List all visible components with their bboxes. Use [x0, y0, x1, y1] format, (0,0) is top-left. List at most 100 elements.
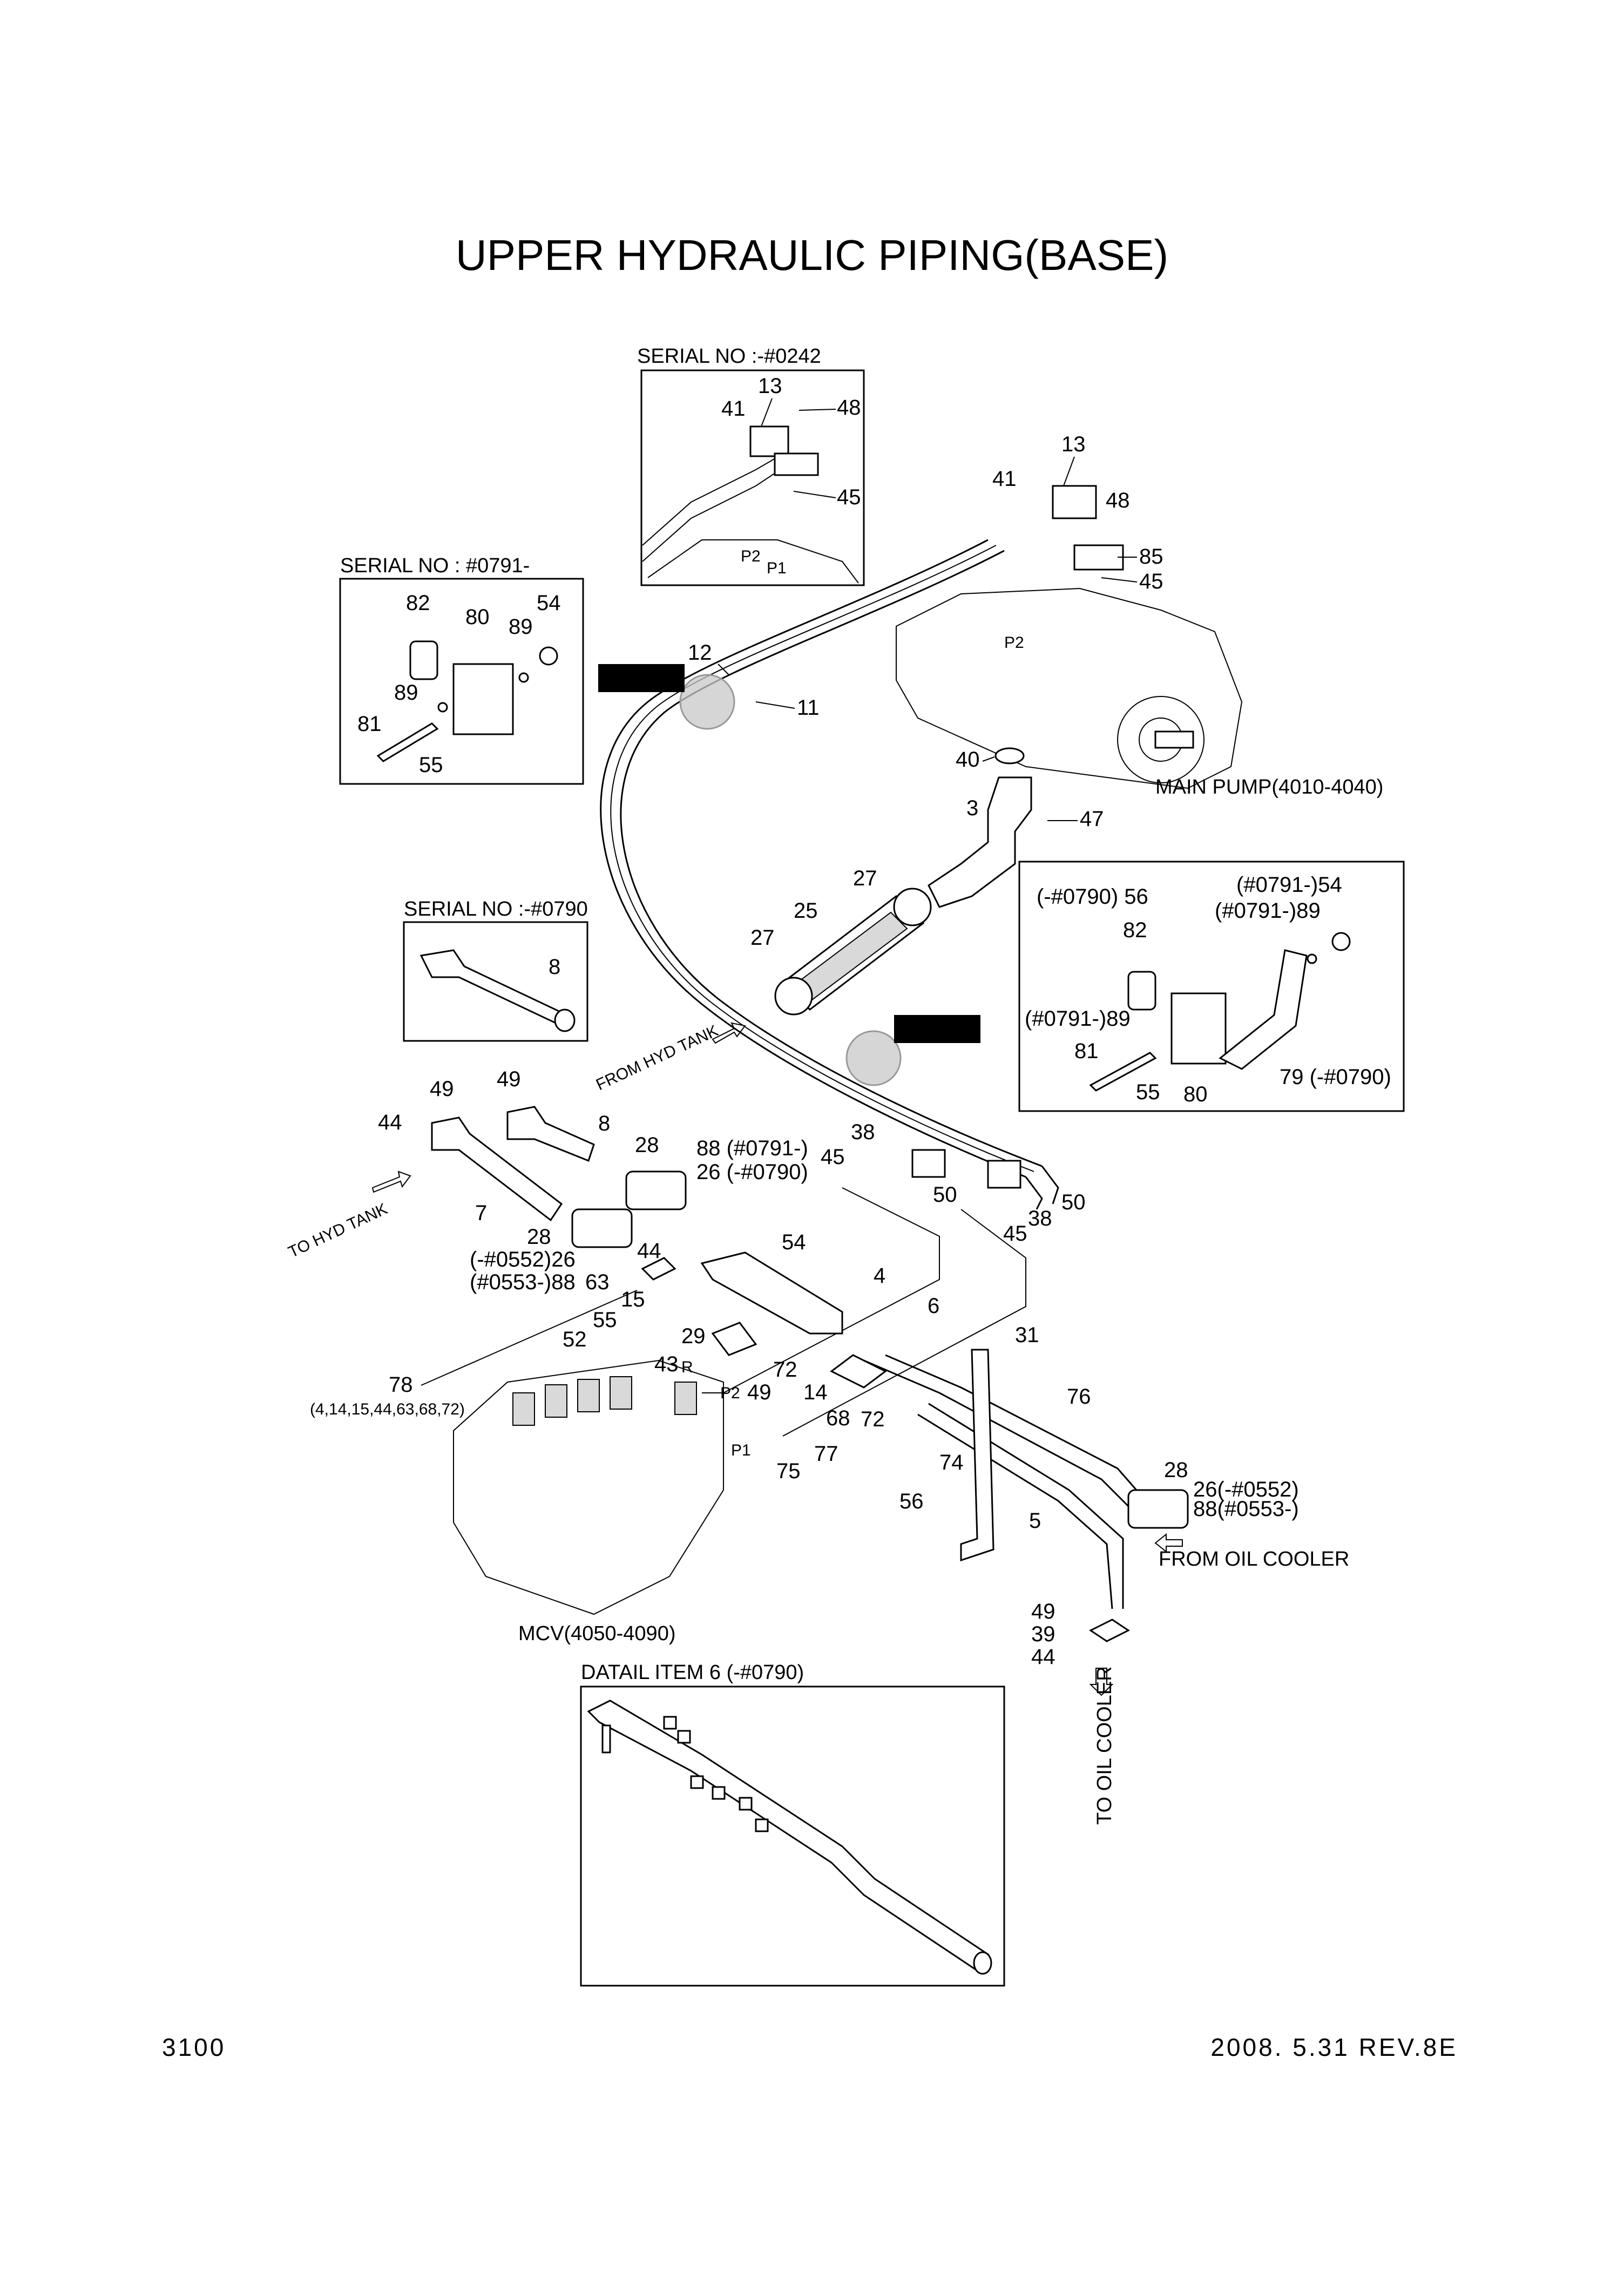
callout-28b: 28 [527, 1225, 551, 1249]
flange-39 [1089, 1619, 1130, 1642]
callout-56r: (-#0790) 56 [1037, 885, 1148, 909]
callout-75: 75 [776, 1459, 801, 1483]
inset-top-hose-2 [642, 450, 789, 546]
mcv-p2: P2 [720, 1384, 740, 1402]
callout-12: 12 [688, 641, 712, 665]
callout-41b: 41 [992, 467, 1017, 491]
callout-54b: 54 [782, 1230, 806, 1254]
mcv-spool-2 [545, 1384, 567, 1418]
split-flange-38a [911, 1149, 946, 1178]
callout-44a: 44 [378, 1111, 402, 1134]
cooler-pipe-31 [863, 1359, 1146, 1524]
callout-50a: 50 [933, 1183, 957, 1207]
inset-left-mid-frame [403, 921, 588, 1042]
callout-6: 6 [928, 1294, 939, 1318]
redaction-block-lower [894, 1015, 980, 1043]
detail-fitting-1 [663, 1716, 677, 1730]
callout-39: 39 [1031, 1622, 1055, 1646]
callout-26b: (-#0552)26 [470, 1248, 576, 1271]
callout-49b: 49 [497, 1067, 521, 1091]
mcv-spool-1 [512, 1392, 535, 1426]
inset-top-p2: P2 [741, 547, 761, 565]
page-number: 3100 [162, 2033, 226, 2061]
flange-43 [711, 1322, 757, 1356]
flange-44 [641, 1257, 676, 1281]
washer-89-b [437, 702, 448, 713]
callout-31: 31 [1015, 1323, 1039, 1347]
callout-76: 76 [1067, 1385, 1091, 1409]
callout-25: 25 [794, 899, 818, 923]
suction-pipe: 40 3 47 [928, 747, 1104, 908]
callout-44b: 44 [637, 1239, 661, 1263]
inset-left-mid: SERIAL NO :-#0790 8 [403, 898, 588, 1042]
callout-49a: 49 [430, 1077, 454, 1101]
callout-52: 52 [563, 1328, 587, 1351]
detail-fitting-4 [712, 1786, 726, 1800]
mcv-spool-5 [674, 1382, 697, 1415]
page-title: UPPER HYDRAULIC PIPING(BASE) [456, 231, 1168, 279]
callout-41: 41 [721, 397, 746, 421]
from-oil-cooler-arrow [1154, 1533, 1183, 1553]
callout-89r-a: (#0791-)89 [1215, 899, 1321, 923]
callout-40: 40 [956, 748, 980, 771]
pressure-hose-12 [600, 539, 1026, 1178]
callout-26c: 26(-#0552) [1193, 1478, 1299, 1501]
callout-49d: 49 [1031, 1600, 1055, 1623]
date-revision: 2008. 5.31 REV.8E [1210, 2033, 1458, 2061]
pipe-8-inset [419, 949, 569, 1027]
callout-48: 48 [837, 396, 861, 419]
inset-top-label: SERIAL NO :-#0242 [637, 345, 821, 368]
mcv-spool-3 [577, 1379, 600, 1412]
callout-74: 74 [939, 1451, 964, 1474]
callout-47: 47 [1080, 807, 1104, 831]
inset-right-frame [1018, 861, 1405, 1112]
callout-7: 7 [475, 1201, 487, 1225]
callout-54a: 54 [537, 591, 561, 615]
hose-28-a [625, 1170, 687, 1210]
callout-48b: 48 [1106, 489, 1130, 512]
suction-elbow-3 [928, 776, 1032, 908]
callout-44c: 44 [1031, 1645, 1055, 1669]
clamp-27-b [893, 888, 932, 926]
inset-top-p1: P1 [767, 559, 787, 577]
callout-80b: 80 [1183, 1082, 1208, 1106]
fitting-14 [830, 1354, 887, 1389]
clamp-block-80 [452, 663, 514, 735]
inset-bottom: DATAIL ITEM 6 (-#0790) [580, 1661, 1005, 1987]
nut-54b [1331, 932, 1351, 951]
callout-88a: 88 (#0791-) [696, 1136, 808, 1160]
inset-left-upper: SERIAL NO : #0791- 82 80 54 89 89 81 55 [339, 554, 584, 785]
split-flange-38b [987, 1160, 1021, 1189]
callout-80a: 80 [465, 605, 490, 629]
callout-43: 43 [654, 1352, 679, 1376]
nut-54 [539, 646, 558, 666]
to-oil-cooler-label: TO OIL COOLER [1093, 1666, 1116, 1825]
callout-82a: 82 [406, 591, 430, 615]
callout-28a: 28 [635, 1133, 659, 1157]
clamp-block-80b [1170, 992, 1227, 1065]
mcv: R P2 P1 MCV(4050-4090) 78 (4,14,15,44,63… [310, 1290, 751, 1645]
inset-bottom-label: DATAIL ITEM 6 (-#0790) [581, 1661, 804, 1684]
callout-13: 13 [758, 374, 782, 398]
washer-89-a [518, 672, 529, 683]
to-oil-cooler-arrow [1089, 1668, 1114, 1696]
callout-38a: 38 [851, 1120, 875, 1144]
callout-56: 56 [899, 1490, 924, 1513]
callout-28c: 28 [1164, 1458, 1188, 1482]
clamp-27-a [774, 977, 813, 1016]
suction-hose: 27 25 27 [750, 867, 932, 1016]
mcv-r: R [681, 1358, 693, 1376]
callout-55a: 55 [419, 753, 443, 777]
inset-left-upper-frame [339, 578, 584, 785]
callout-81b: 81 [1074, 1039, 1099, 1063]
callout-8b: 8 [598, 1112, 610, 1135]
mcv-body [453, 1359, 724, 1615]
return-lines: 49 49 44 7 8 28 88 (#0791-) 26 (-#0790) … [378, 1067, 808, 1294]
callout-27a: 27 [853, 867, 877, 890]
callout-89b: 89 [394, 681, 418, 705]
callout-38b: 38 [1028, 1207, 1052, 1230]
pump-flange-85 [1073, 544, 1124, 571]
inset-left-mid-label: SERIAL NO :-#0790 [404, 898, 588, 920]
mcv-p1: P1 [731, 1441, 751, 1459]
